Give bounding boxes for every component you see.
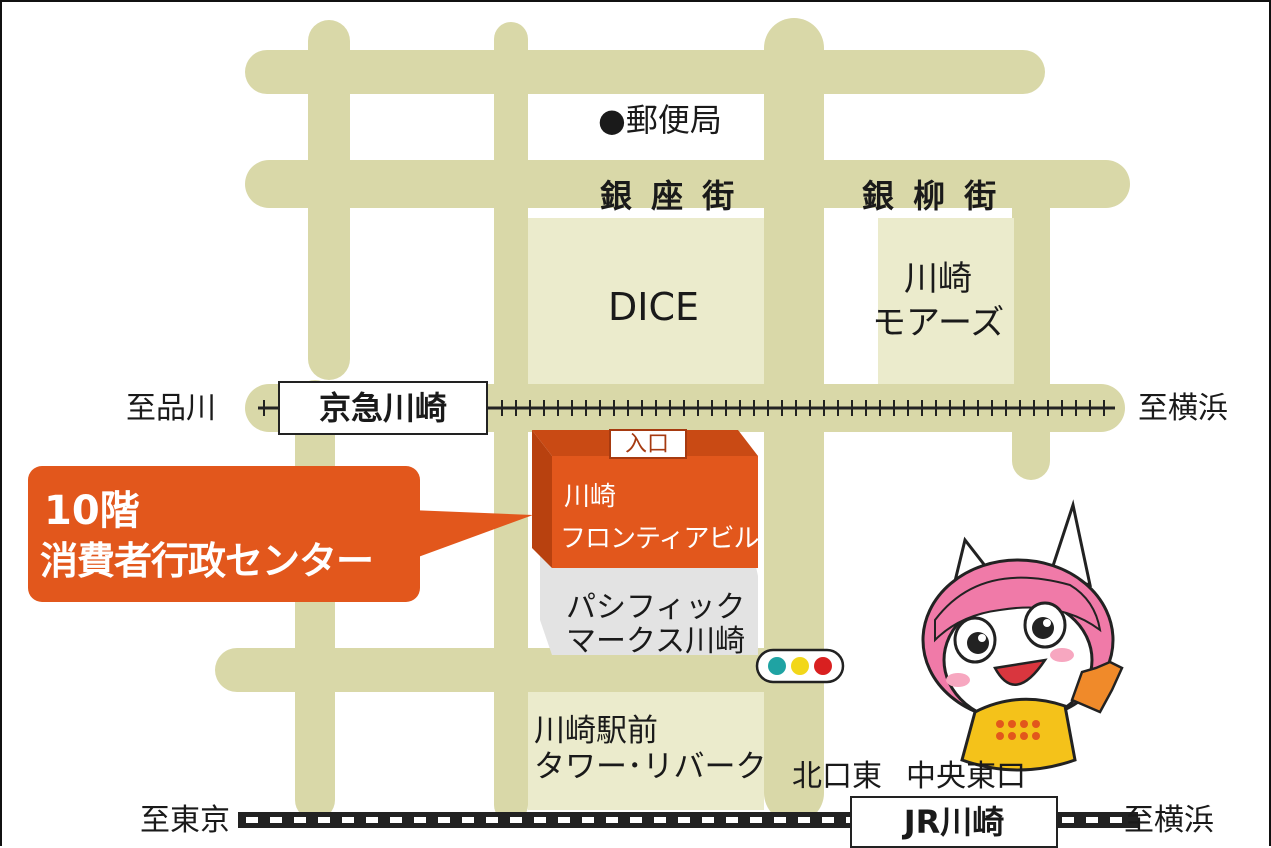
direction-to-tokyo: 至東京: [140, 803, 230, 838]
street-ginryu-gai: 銀 柳 街: [862, 177, 1001, 215]
rail-tie: [822, 817, 834, 823]
pacific-marks-label-1: パシフィック: [566, 590, 746, 625]
north-east-exit-label: 北口東: [792, 759, 882, 794]
frontier-label-2: フロンティアビル: [560, 524, 759, 554]
rail-tie: [534, 817, 546, 823]
rail-tie: [246, 817, 258, 823]
direction-to-yokohama-bottom: 至横浜: [1124, 803, 1214, 838]
rail-tie: [630, 817, 642, 823]
direction-to-yokohama-top: 至横浜: [1138, 391, 1228, 426]
direction-to-shinagawa: 至品川: [126, 391, 216, 426]
building-dice-label: DICE: [608, 285, 700, 329]
pacific-marks-label-2: マークス川崎: [566, 624, 746, 659]
rail-tie: [390, 817, 402, 823]
rail-tie: [582, 817, 594, 823]
rail-tie: [774, 817, 786, 823]
tower-riverk-label-1: 川崎駅前: [534, 713, 658, 749]
rail-tie: [1062, 817, 1074, 823]
rail-tie: [678, 817, 690, 823]
rail-tie: [414, 817, 426, 823]
street-ginza-gai: 銀 座 街: [600, 177, 739, 215]
block-dice: [528, 218, 764, 384]
callout-pointer: [410, 510, 533, 560]
rail-tie: [270, 817, 282, 823]
consumer-center-callout: 10階 消費者行政センター: [28, 466, 420, 602]
block-more-s: [878, 218, 1014, 384]
rail-tie: [318, 817, 330, 823]
frontier-label-1: 川崎: [564, 482, 617, 512]
rail-tie: [438, 817, 450, 823]
building-more-s-label-1: 川崎: [904, 259, 972, 299]
rail-tie: [606, 817, 618, 823]
building-frontier: [532, 429, 758, 568]
block-tower: [528, 692, 764, 810]
rail-tie: [342, 817, 354, 823]
post-office-label: ●郵便局: [598, 101, 722, 139]
rail-tie: [726, 817, 738, 823]
building-more-s-label-2: モアーズ: [872, 303, 1005, 343]
rail-tie: [1110, 817, 1122, 823]
building-pacific-marks: [540, 548, 758, 655]
rail-tie: [702, 817, 714, 823]
traffic-light-icon: [755, 648, 845, 684]
rail-tie: [798, 817, 810, 823]
rail-tie: [1086, 817, 1098, 823]
entrance-label: 入口: [625, 432, 670, 457]
central-east-exit-label: 中央東口: [906, 759, 1026, 794]
rail-tie: [366, 817, 378, 823]
rail-tie: [750, 817, 762, 823]
rail-tie: [462, 817, 474, 823]
tower-riverk-label-2: タワー･リバーク: [534, 749, 767, 785]
callout-floor: 10階: [44, 488, 140, 534]
rail-tie: [510, 817, 522, 823]
jr-kawasaki-station: JR川崎: [850, 796, 1058, 848]
rail-tie: [294, 817, 306, 823]
rail-tie: [486, 817, 498, 823]
callout-center-name: 消費者行政センター: [40, 539, 374, 583]
rail-tie: [654, 817, 666, 823]
rail-tie: [558, 817, 570, 823]
keikyu-kawasaki-station: 京急川崎: [278, 381, 488, 435]
mascot-cat-character: [921, 499, 1124, 772]
